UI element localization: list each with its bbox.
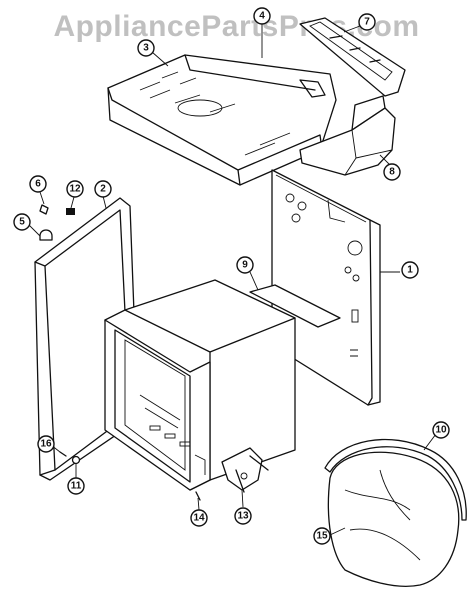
svg-text:16: 16 (40, 439, 52, 450)
callout-2: 2 (94, 180, 112, 198)
svg-text:15: 15 (316, 531, 328, 542)
part-screw-6 (39, 204, 49, 215)
callout-3: 3 (137, 39, 155, 57)
leader-lines (28, 23, 437, 536)
svg-text:6: 6 (35, 179, 41, 190)
callout-13: 13 (234, 507, 252, 525)
part-washer-11 (71, 455, 81, 465)
part-cap-5 (39, 229, 53, 241)
svg-text:5: 5 (19, 217, 25, 228)
svg-text:2: 2 (100, 184, 106, 195)
callout-7: 7 (358, 13, 376, 31)
callout-15: 15 (313, 527, 331, 545)
callout-11: 11 (67, 477, 85, 495)
callout-4: 4 (253, 7, 271, 25)
part-hinge (221, 447, 269, 493)
svg-text:3: 3 (143, 43, 149, 54)
part-screw-16 (59, 451, 67, 457)
svg-text:11: 11 (71, 481, 82, 492)
callout-16: 16 (37, 435, 55, 453)
part-screw-14 (195, 491, 201, 501)
part-clip-12 (66, 208, 75, 215)
callout-14: 14 (190, 509, 208, 527)
svg-text:14: 14 (193, 513, 205, 524)
part-vent-bracket (299, 17, 406, 97)
part-plate (249, 284, 341, 328)
part-gasket-strip (324, 438, 467, 521)
part-top-tray (107, 54, 337, 186)
svg-text:9: 9 (242, 260, 248, 271)
svg-text:13: 13 (237, 511, 249, 522)
callout-1: 1 (401, 261, 419, 279)
svg-text:8: 8 (389, 167, 395, 178)
svg-text:4: 4 (259, 11, 265, 22)
callout-6: 6 (29, 175, 47, 193)
callout-5: 5 (13, 213, 31, 231)
part-insulation (327, 451, 460, 587)
svg-text:1: 1 (407, 265, 413, 276)
callout-8: 8 (383, 163, 401, 181)
callout-9: 9 (236, 256, 254, 274)
svg-text:7: 7 (364, 17, 370, 28)
callout-10: 10 (432, 421, 450, 439)
part-oven-cavity (104, 279, 296, 491)
part-deflector (299, 95, 396, 176)
svg-text:10: 10 (435, 425, 447, 436)
svg-text:12: 12 (69, 184, 81, 195)
callout-12: 12 (66, 180, 84, 198)
